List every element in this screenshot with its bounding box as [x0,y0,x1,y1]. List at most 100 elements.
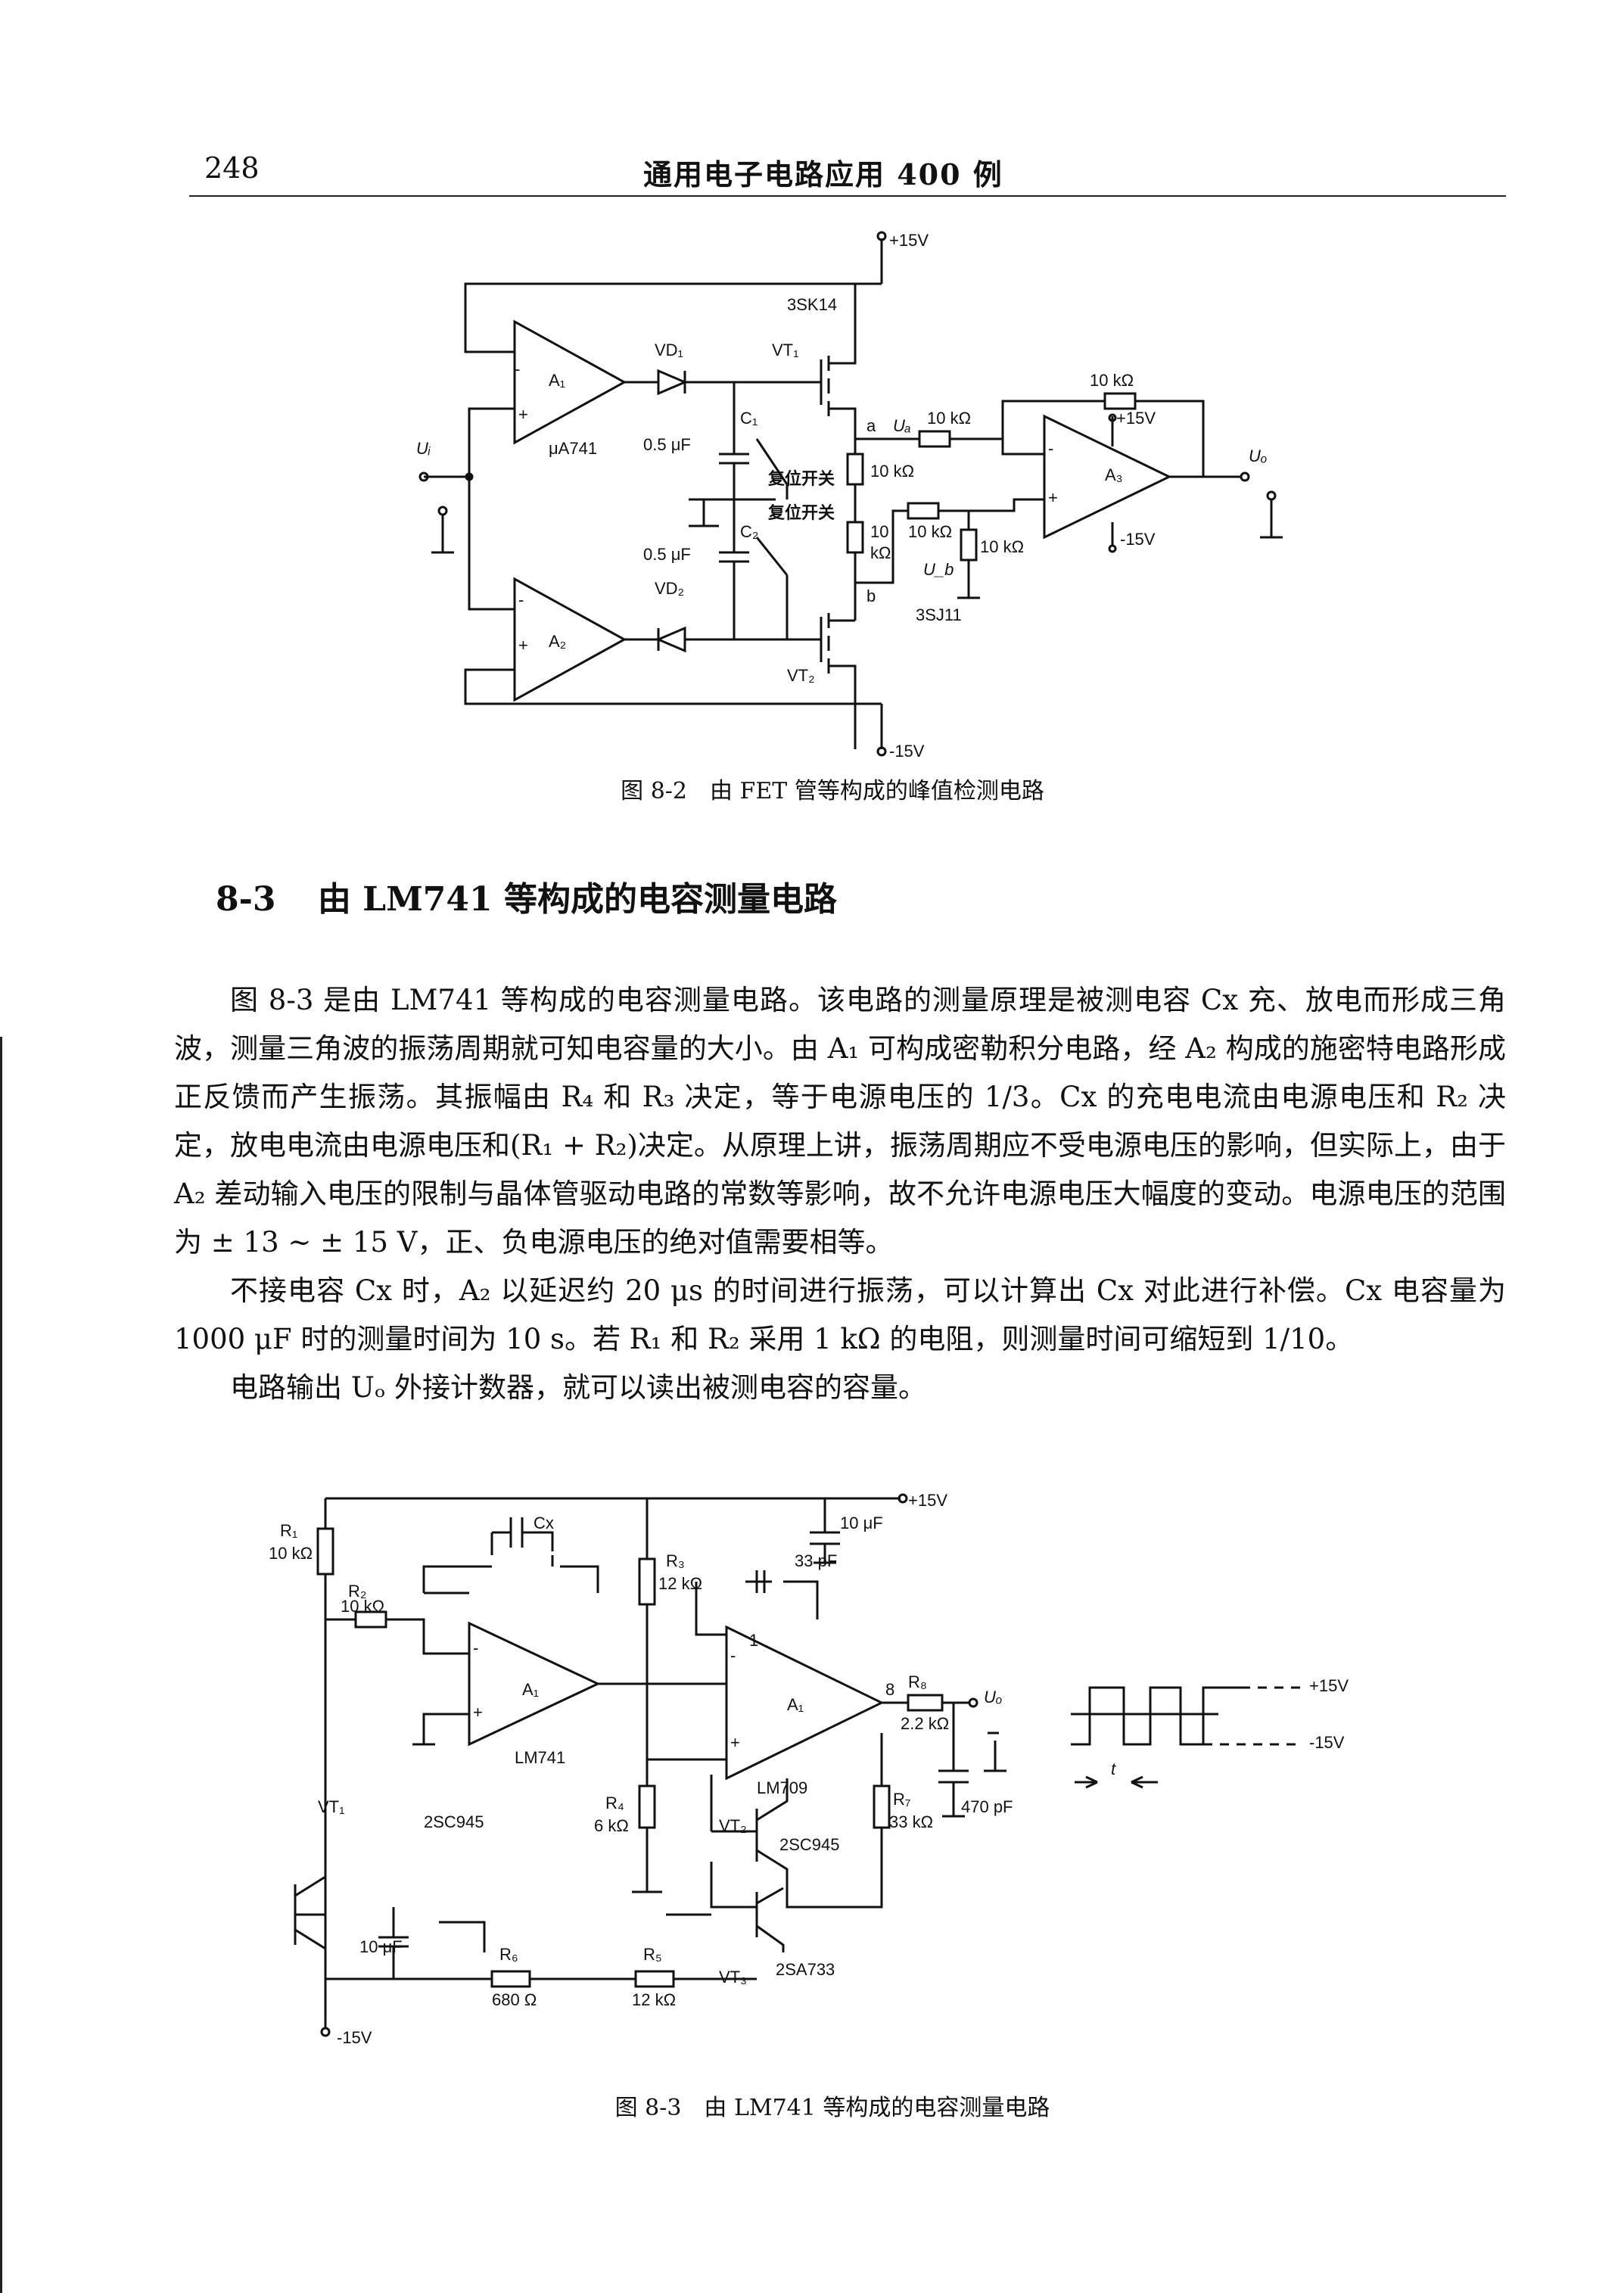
page-header: 248 通用电子电路应用 400 例 [189,151,1506,197]
r8-value: 2.2 kΩ [901,1714,949,1733]
r7-value: 33 kΩ [889,1812,933,1831]
a2-label: A₁ [787,1695,804,1714]
node-a: a [866,416,876,435]
c470-label: 470 pF [961,1797,1013,1816]
cap1-value: 0.5 μF [643,435,691,454]
vt2-model: 2SC945 [779,1835,840,1854]
ub-label: U_b [923,560,954,579]
vt3-label: VT₃ [719,1968,747,1987]
opamp-a1 [468,1621,601,1747]
opamp-a2 [725,1625,885,1781]
reset-switch-1: 复位开关 [767,469,835,488]
vt2-label: VT₂ [787,666,815,685]
a3-minus: - [1048,439,1053,458]
vt1-label: VT₁ [318,1797,345,1816]
lm709-label: LM709 [757,1778,807,1797]
r1-value: 10 kΩ [269,1544,313,1563]
period-label: t [1111,1759,1116,1778]
paragraph-3: 电路输出 Uₒ 外接计数器，就可以读出被测电容的容量。 [230,1371,926,1404]
vt1-model: 2SC945 [424,1812,484,1831]
pin1-label: 1 [749,1631,758,1650]
a3-label: A₃ [1105,465,1123,484]
c2-label: C₂ [740,522,758,541]
a2-minus: - [730,1646,736,1665]
r8-label: R₈ [908,1672,927,1691]
figure-8-2: - + A₁ μA741 - + A₂ A₃ - + +15V -15V 3SK… [363,227,1347,761]
r-b: 10 kΩ [908,522,952,541]
q2-model: 3SJ11 [916,605,962,624]
a3-vminus: -15V [1120,530,1156,549]
r1-label: R₁ [280,1521,297,1540]
uo-label: Uₒ [1249,446,1268,465]
r6-label: R₆ [499,1945,518,1964]
vt1-label: VT₁ [772,341,799,359]
capacitance-meter-schematic: R₁ 10 kΩ R₂ 10 kΩ Cx A₁ - + LM741 R₃ 12 … [269,1491,1349,2047]
vplus-label: +15V [908,1491,947,1510]
scan-edge-line [0,1037,2,2293]
uo-label: Uₒ [984,1688,1003,1707]
a3-plus: + [1048,488,1058,507]
vminus-label: -15V [889,742,925,757]
paragraph-2: 不接电容 Cx 时，A₂ 以延迟约 20 μs 的时间进行振荡，可以计算出 Cx… [174,1274,1506,1355]
r6-value: 680 Ω [492,1990,537,2009]
a1-plus: + [473,1703,483,1722]
r2-value: 10 kΩ [341,1597,384,1616]
opamp-a3 [1043,414,1172,540]
running-title: 通用电子电路应用 400 例 [643,157,1003,191]
r5-value: 12 kΩ [632,1990,676,2009]
r3-value: 12 kΩ [658,1574,702,1593]
a3-vplus: +15V [1116,409,1156,428]
a2-label: A₂ [549,632,566,651]
a2-plus: + [518,636,528,655]
a1-label: A₁ [549,371,565,390]
r-a: 10 kΩ [927,409,971,428]
body-text: 图 8-3 是由 LM741 等构成的电容测量电路。该电路的测量原理是被测电容 … [174,976,1506,1412]
ui-label: Uᵢ [416,439,431,458]
peak-detector-schematic: - + A₁ μA741 - + A₂ A₃ - + +15V -15V 3SK… [416,231,1283,761]
reset-switch-2: 复位开关 [767,503,835,522]
section-title: 由 LM741 等构成的电容测量电路 [317,880,837,919]
ua-label: Uₐ [893,416,911,435]
ua741-label: μA741 [549,439,597,458]
a1-plus: + [518,405,528,424]
figure-8-2-caption: 图 8-2 由 FET 管等构成的峰值检测电路 [621,778,1044,804]
paragraph-1: 图 8-3 是由 LM741 等构成的电容测量电路。该电路的测量原理是被测电容 … [174,984,1506,1259]
lm741-label: LM741 [515,1748,565,1767]
node-b: b [866,586,876,605]
a1-minus: - [473,1638,478,1657]
r4-value: 6 kΩ [594,1816,629,1835]
r-gnd: 10 kΩ [980,537,1024,556]
r4-label: R₄ [605,1794,624,1812]
pin8-label: 8 [885,1680,894,1699]
c10b-label: 10 μF [359,1937,403,1956]
vplus-label: +15V [889,231,929,250]
a2-plus: + [730,1733,740,1752]
c33-label: 33 pF [795,1551,837,1570]
wave-low-label: -15V [1309,1733,1345,1752]
r-mid2: 10 [870,522,888,541]
a1-label: A₁ [522,1680,539,1699]
wave-high-label: +15V [1309,1676,1349,1695]
vt3-model: 2SA733 [776,1960,835,1979]
cx-label: Cx [534,1514,554,1532]
page-number: 248 [204,151,260,185]
r2-label: R₂ [348,1582,366,1601]
header-rule [189,195,1506,197]
vd1-label: VD₁ [655,341,683,359]
r5-label: R₅ [643,1945,662,1964]
r-mid2-unit: kΩ [870,543,891,562]
a2-minus: - [518,590,524,609]
figure-8-3-caption: 图 8-3 由 LM741 等构成的电容测量电路 [614,2095,1050,2121]
figure-8-3: R₁ 10 kΩ R₂ 10 kΩ Cx A₁ - + LM741 R₃ 12 … [242,1483,1483,2058]
c10-label: 10 μF [840,1514,883,1532]
opamp-a1 [513,319,627,445]
r7-label: R₇ [893,1790,910,1809]
q1-model: 3SK14 [787,295,837,314]
section-heading: 8-3 由 LM741 等构成的电容测量电路 [216,872,837,920]
opamp-a2 [513,577,627,702]
c1-label: C₁ [740,409,758,428]
r-top: 10 kΩ [1090,371,1134,390]
section-number: 8-3 [216,880,276,919]
a1-minus: - [515,359,520,378]
cap2-value: 0.5 μF [643,545,691,564]
